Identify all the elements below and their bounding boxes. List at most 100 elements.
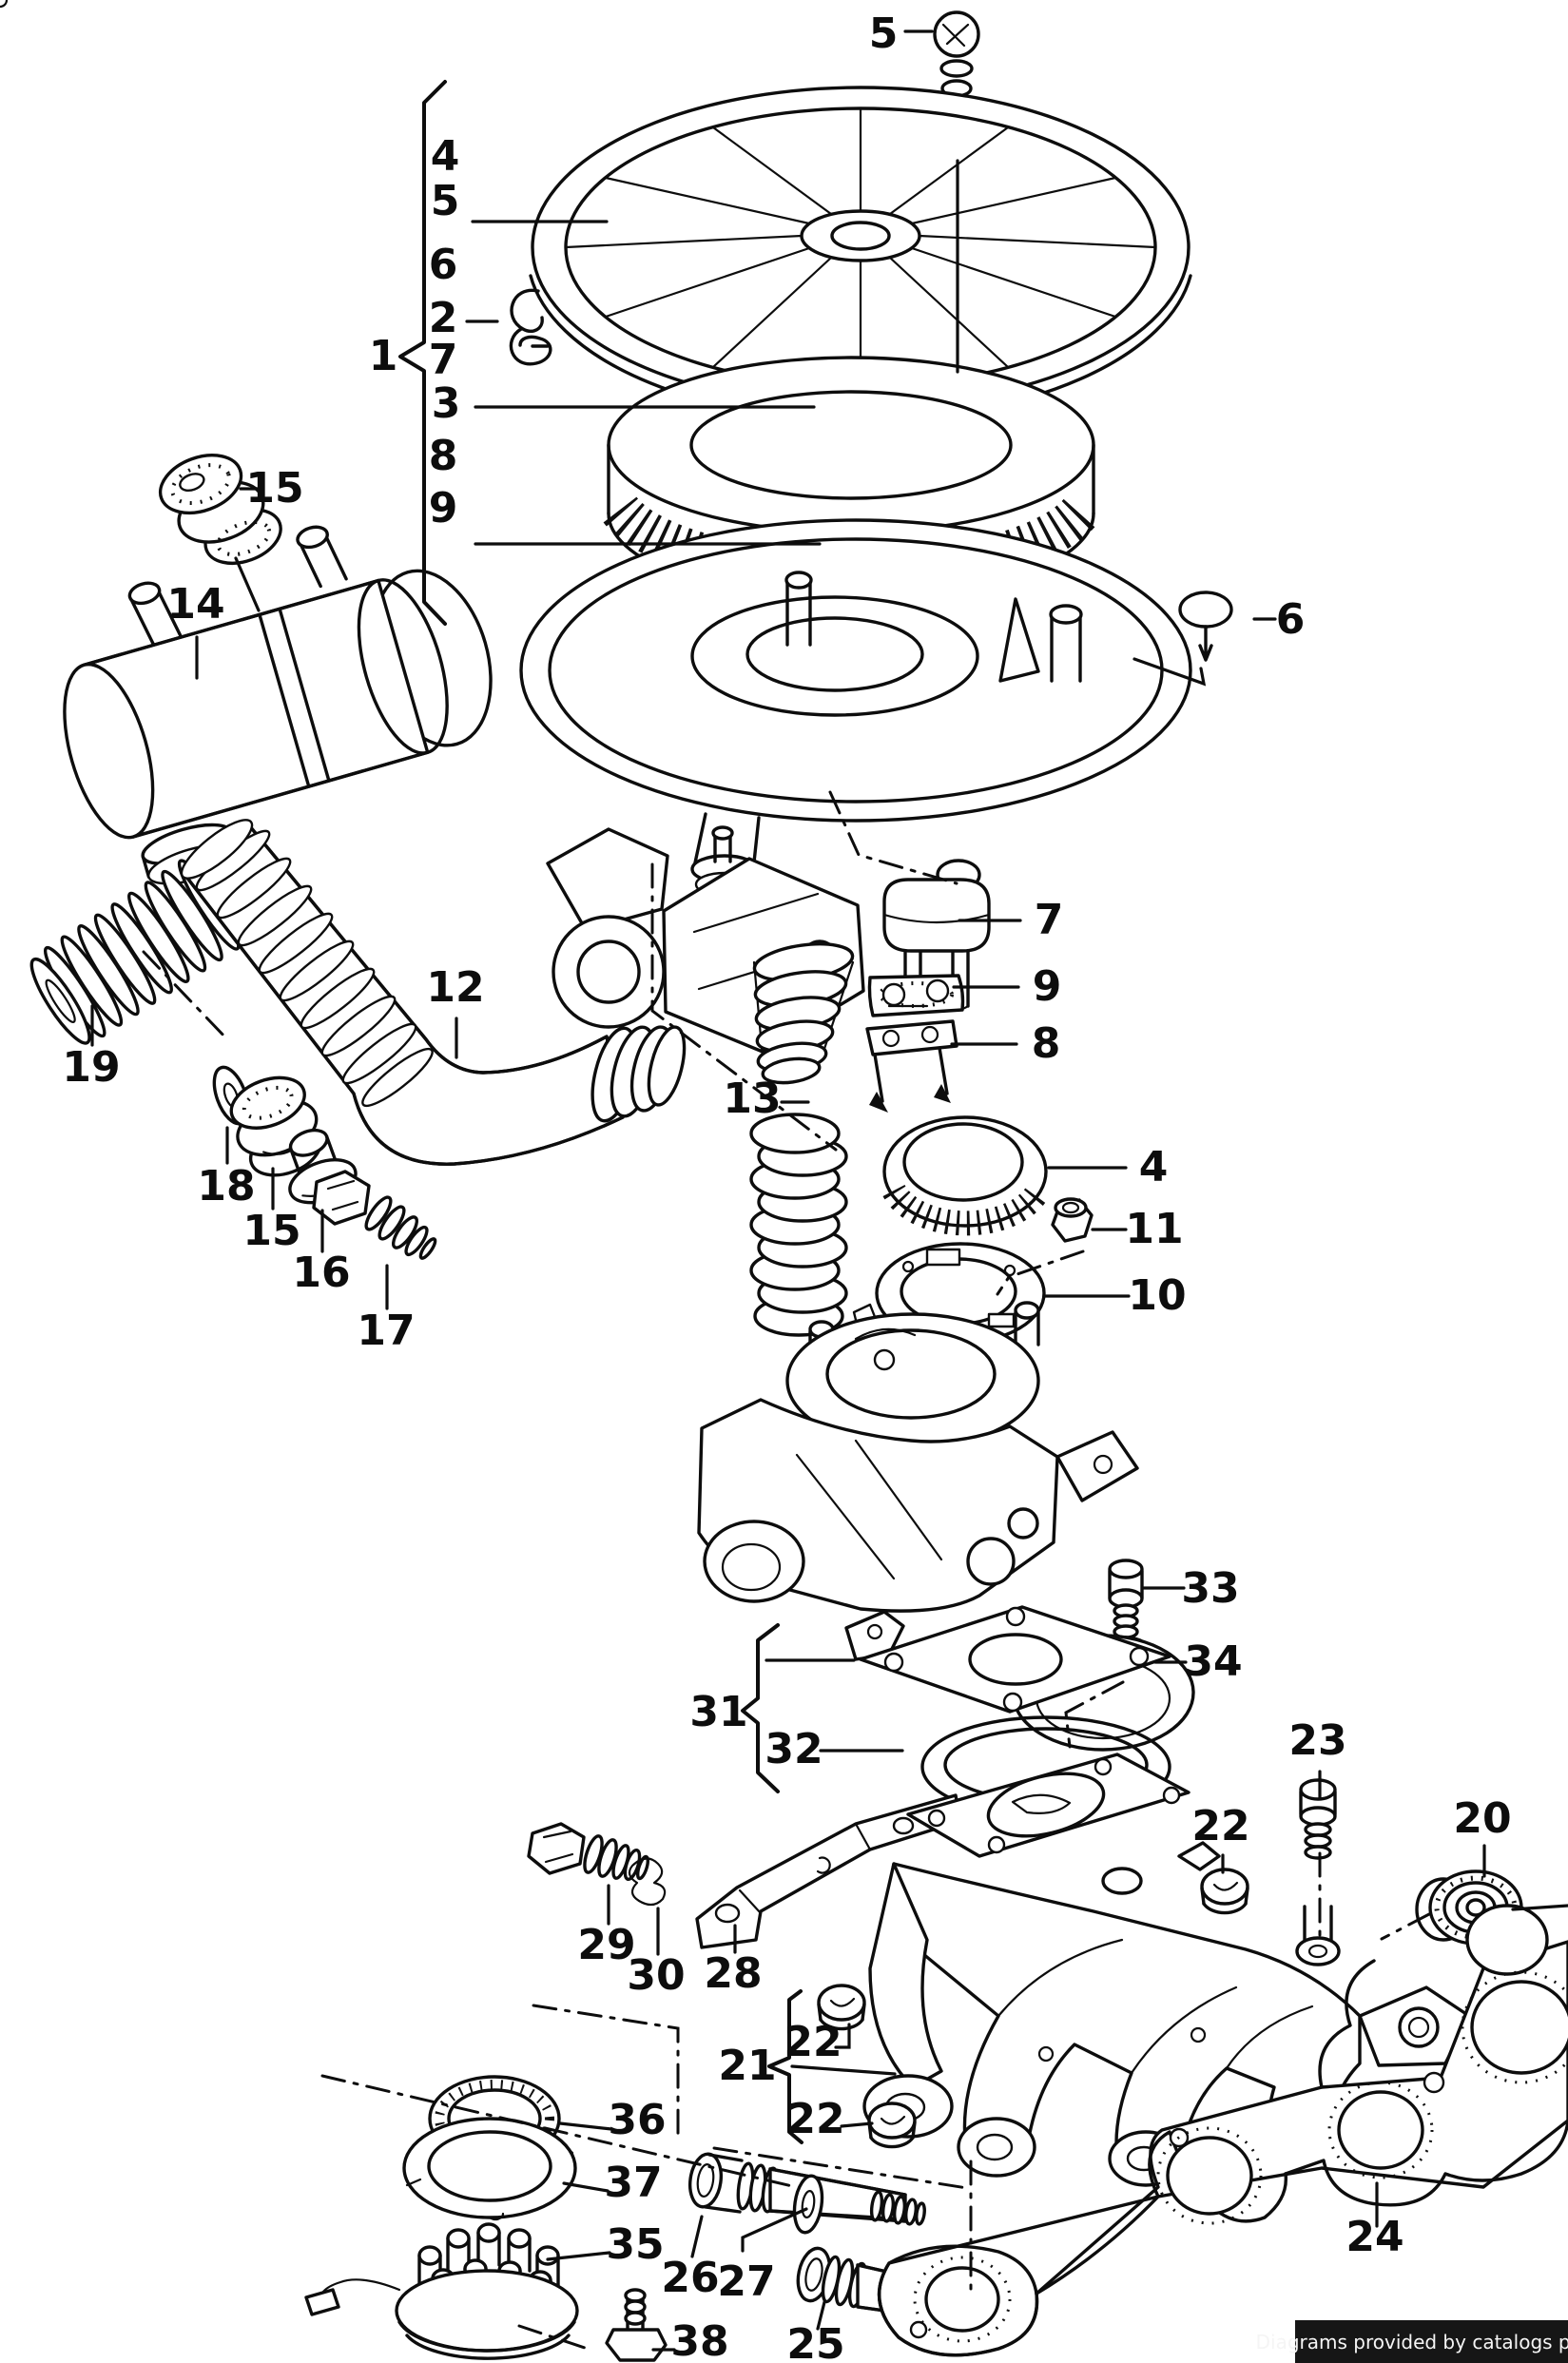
bolt-part-38 (605, 2288, 668, 2362)
callout-3[interactable]: 3 (432, 379, 461, 428)
callout-35[interactable]: 35 (606, 2220, 664, 2269)
callout-23[interactable]: 23 (1288, 1716, 1346, 1765)
boot-part-13 (752, 942, 855, 1085)
air-filter-element (603, 356, 1099, 603)
callout-16[interactable]: 16 (292, 1249, 350, 1297)
carburetor-part (697, 1301, 1139, 1613)
bracket-part-28 (695, 1793, 962, 1949)
leader-line (840, 2121, 874, 2128)
callout-25[interactable]: 25 (786, 2320, 844, 2363)
callout-11[interactable]: 11 (1125, 1205, 1183, 1253)
callout-21[interactable]: 21 (718, 2042, 776, 2090)
cap-part-22c (1200, 1868, 1249, 1915)
callout-8[interactable]: 8 (429, 432, 458, 480)
group-brace (767, 1989, 803, 2144)
callout-7[interactable]: 7 (429, 336, 458, 384)
callout-33[interactable]: 33 (1181, 1564, 1239, 1613)
callout-22[interactable]: 22 (1191, 1802, 1249, 1850)
spring-clip-part (509, 288, 552, 366)
callout-31[interactable]: 31 (689, 1688, 747, 1736)
leader-line (1132, 657, 1207, 687)
bracket-part-8 (865, 1019, 958, 1113)
callout-27[interactable]: 27 (717, 2257, 775, 2306)
callout-38[interactable]: 38 (670, 2317, 728, 2363)
rivet-part (1178, 591, 1233, 662)
callout-19[interactable]: 19 (62, 1043, 120, 1092)
gasket-part-37 (402, 2117, 577, 2221)
leader-line (1511, 1904, 1568, 1911)
callout-6[interactable]: 6 (429, 241, 458, 289)
group-brace (741, 1623, 780, 1793)
callout-22[interactable]: 22 (784, 2018, 842, 2066)
callout-22[interactable]: 22 (786, 2095, 844, 2143)
callout-28[interactable]: 28 (704, 1949, 762, 1998)
leader-line (546, 2251, 611, 2261)
leader-line (558, 2121, 613, 2131)
callout-8[interactable]: 8 (1032, 1019, 1061, 1068)
axis-line (532, 2004, 680, 2138)
callout-9[interactable]: 9 (1033, 962, 1062, 1011)
callout-5[interactable]: 5 (869, 10, 899, 58)
callout-34[interactable]: 34 (1184, 1637, 1242, 1686)
flange-unit-part-31 (844, 1605, 1195, 1752)
callout-36[interactable]: 36 (608, 2096, 666, 2144)
washer-part-27 (792, 2174, 824, 2235)
callout-1[interactable]: 1 (369, 332, 398, 380)
bellows-part (749, 1113, 848, 1337)
axis-line (1064, 1680, 1125, 1749)
callout-2[interactable]: 2 (429, 294, 458, 342)
axis-line (650, 862, 838, 1152)
leader-line (234, 556, 261, 612)
seal-ring-part-4 (882, 1115, 1050, 1236)
callout-13[interactable]: 13 (723, 1075, 781, 1123)
canister-part-14 (63, 525, 493, 885)
intake-manifold-part (0, 0, 1471, 2187)
callout-4[interactable]: 4 (431, 132, 460, 181)
leader-line (834, 2023, 851, 2049)
callout-17[interactable]: 17 (357, 1307, 415, 1355)
watermark: Diagrams provided by catalogs parts (1256, 2320, 1568, 2363)
cap-part-22a (817, 1984, 866, 2031)
cap-part-15 (158, 454, 282, 566)
leader-line (790, 2064, 897, 2076)
callout-9[interactable]: 9 (429, 484, 458, 533)
bolt-part-33 (1108, 1559, 1144, 1639)
callout-14[interactable]: 14 (166, 580, 224, 629)
callout-6[interactable]: 6 (1276, 595, 1306, 644)
callout-12[interactable]: 12 (426, 963, 484, 1012)
axis-line (320, 2074, 794, 2188)
bolt-part-23 (1299, 1778, 1337, 1860)
nut-part-11 (1051, 1197, 1094, 1243)
grommet-part-15 (229, 1075, 322, 1177)
callout-10[interactable]: 10 (1128, 1271, 1186, 1320)
elbow-hose-part-12 (180, 819, 687, 1166)
group-brace (398, 80, 447, 626)
callout-37[interactable]: 37 (604, 2159, 662, 2207)
axis-line (517, 2324, 592, 2352)
callout-24[interactable]: 24 (1345, 2213, 1403, 2261)
callout-18[interactable]: 18 (197, 1162, 255, 1211)
bolt-part-29 (527, 1822, 650, 1882)
callout-20[interactable]: 20 (1453, 1794, 1511, 1843)
callout-5[interactable]: 5 (431, 177, 460, 225)
callout-15[interactable]: 15 (242, 1207, 300, 1255)
heater-part-35 (304, 2222, 579, 2360)
callout-29[interactable]: 29 (577, 1921, 635, 1969)
cap-part-22b (867, 2102, 917, 2149)
leader-line (816, 2300, 826, 2331)
axis-line (1380, 1912, 1431, 1941)
callout-15[interactable]: 15 (245, 464, 303, 513)
leader-line (690, 2215, 704, 2258)
manifold-gasket-part-24 (877, 1904, 1568, 2357)
air-cleaner-housing (519, 518, 1192, 898)
callout-30[interactable]: 30 (627, 1951, 685, 2000)
callout-4[interactable]: 4 (1139, 1143, 1169, 1191)
callout-7[interactable]: 7 (1035, 896, 1064, 944)
callout-32[interactable]: 32 (765, 1725, 823, 1773)
clip-part-30 (628, 1857, 667, 1907)
bolt-part-17 (312, 1170, 437, 1260)
axis-line (996, 1249, 1085, 1296)
callout-26[interactable]: 26 (661, 2254, 719, 2302)
